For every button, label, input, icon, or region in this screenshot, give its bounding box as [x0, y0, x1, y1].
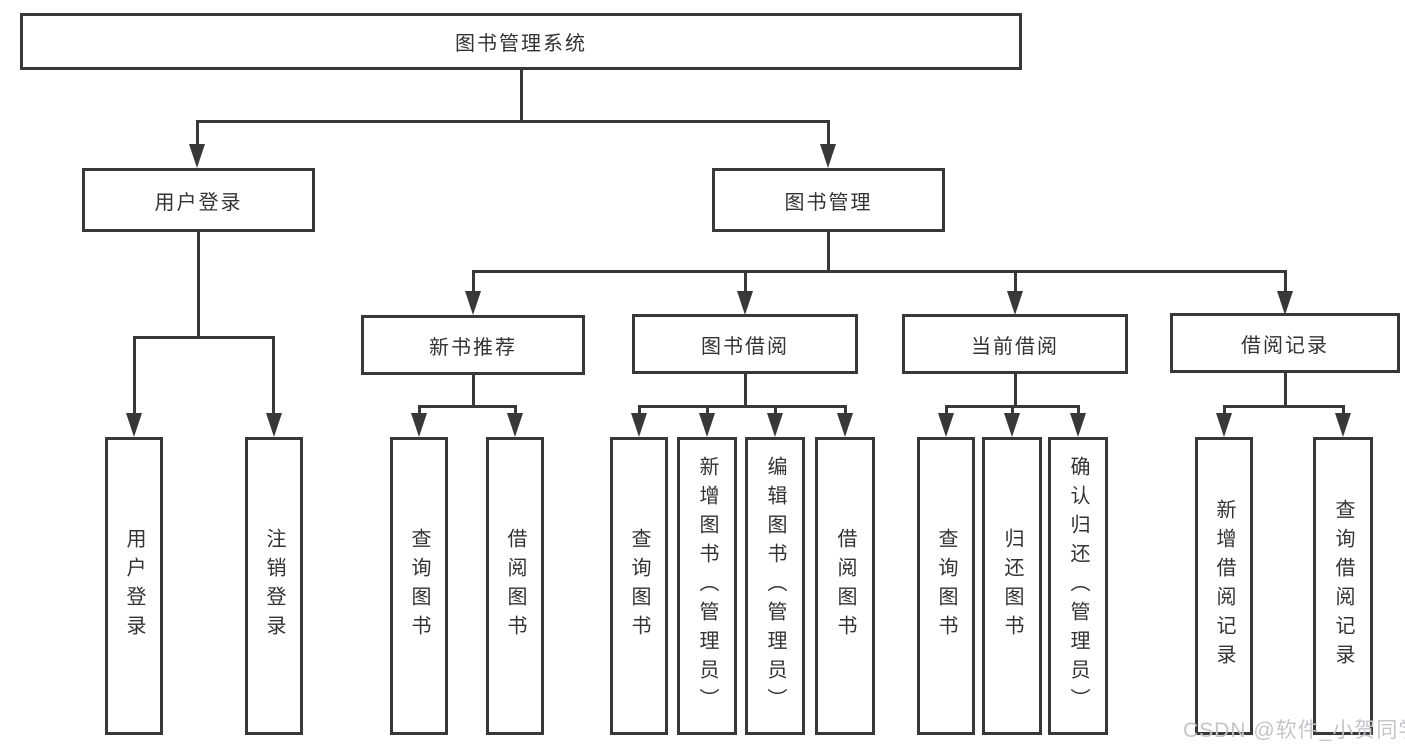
leaf-borrow-books-recommend: 借阅图书 [486, 437, 544, 735]
connector-line-v [472, 375, 475, 407]
connector-line-h [196, 120, 830, 123]
connector-line-v [1223, 405, 1226, 417]
connector-line-v [1014, 270, 1017, 294]
arrowhead-down-icon [1277, 291, 1293, 315]
node-user-login: 用户登录 [82, 168, 315, 232]
arrowhead-down-icon [1335, 413, 1351, 437]
leaf-add-books-admin: 新增图书（管理员） [677, 437, 737, 735]
leaf-label: 借阅图书 [834, 528, 856, 644]
connector-line-v [827, 120, 830, 148]
connector-line-v [520, 70, 523, 123]
connector-line-v [744, 270, 747, 294]
arrowhead-down-icon [507, 413, 523, 437]
leaf-label: 新增借阅记录 [1213, 499, 1235, 673]
node-borrow-records: 借阅记录 [1170, 313, 1400, 373]
leaf-label: 归还图书 [1001, 528, 1023, 644]
connector-line-v [418, 405, 421, 417]
arrowhead-down-icon [189, 144, 205, 168]
leaf-edit-books-admin: 编辑图书（管理员） [745, 437, 805, 735]
arrowhead-down-icon [699, 413, 715, 437]
arrowhead-down-icon [767, 413, 783, 437]
arrowhead-down-icon [837, 413, 853, 437]
connector-line-v [706, 405, 709, 417]
leaf-label: 查询图书 [935, 528, 957, 644]
arrowhead-down-icon [1007, 291, 1023, 315]
leaf-query-borrow-record: 查询借阅记录 [1313, 437, 1373, 735]
connector-line-h [133, 336, 275, 339]
node-root: 图书管理系统 [20, 13, 1022, 70]
connector-line-h [418, 405, 517, 408]
leaf-borrow-books: 借阅图书 [815, 437, 875, 735]
connector-line-v [1011, 405, 1014, 417]
connector-line-h [638, 405, 846, 408]
arrowhead-down-icon [266, 413, 282, 437]
connector-line-v [945, 405, 948, 417]
connector-line-v [1342, 405, 1345, 417]
arrowhead-down-icon [1070, 413, 1086, 437]
arrowhead-down-icon [411, 413, 427, 437]
connector-line-v [774, 405, 777, 417]
node-current-borrow: 当前借阅 [902, 314, 1128, 374]
arrowhead-down-icon [737, 291, 753, 315]
leaf-add-borrow-record: 新增借阅记录 [1195, 437, 1253, 735]
connector-line-v [1077, 405, 1080, 417]
connector-line-v [1284, 270, 1287, 294]
arrowhead-down-icon [820, 144, 836, 168]
connector-line-v [514, 405, 517, 417]
connector-line-v [827, 232, 830, 272]
leaf-label: 确认归还（管理员） [1067, 455, 1089, 717]
leaf-label: 注销登录 [263, 528, 285, 644]
leaf-label: 借阅图书 [504, 528, 526, 644]
connector-line-v [1284, 373, 1287, 407]
leaf-label: 查询借阅记录 [1332, 499, 1354, 673]
arrowhead-down-icon [938, 413, 954, 437]
leaf-label: 查询图书 [408, 528, 430, 644]
arrowhead-down-icon [126, 413, 142, 437]
connector-line-h [1223, 405, 1344, 408]
leaf-return-books: 归还图书 [982, 437, 1042, 735]
leaf-label: 用户登录 [123, 528, 145, 644]
connector-line-v [744, 374, 747, 407]
leaf-user-login: 用户登录 [105, 437, 163, 735]
connector-line-h [472, 270, 1286, 273]
leaf-confirm-return-admin: 确认归还（管理员） [1048, 437, 1108, 735]
connector-line-v [197, 232, 200, 338]
leaf-label: 编辑图书（管理员） [764, 455, 786, 717]
leaf-label: 查询图书 [628, 528, 650, 644]
leaf-label: 新增图书（管理员） [696, 455, 718, 717]
arrowhead-down-icon [1004, 413, 1020, 437]
leaf-logout: 注销登录 [245, 437, 303, 735]
node-book-borrow: 图书借阅 [632, 314, 858, 374]
node-new-book-recommend: 新书推荐 [361, 315, 585, 375]
connector-line-v [638, 405, 641, 417]
arrowhead-down-icon [465, 291, 481, 315]
connector-line-v [472, 270, 475, 294]
connector-line-v [133, 336, 136, 417]
connector-line-v [1014, 374, 1017, 407]
connector-line-v [844, 405, 847, 417]
leaf-query-books-current: 查询图书 [917, 437, 975, 735]
leaf-query-books-recommend: 查询图书 [390, 437, 448, 735]
connector-line-v [196, 120, 199, 148]
arrowhead-down-icon [1216, 413, 1232, 437]
connector-line-v [272, 336, 275, 417]
leaf-query-books-borrow: 查询图书 [610, 437, 668, 735]
csdn-watermark: CSDN @软件_小贺同学 [1183, 719, 1405, 742]
arrowhead-down-icon [631, 413, 647, 437]
node-book-management: 图书管理 [712, 168, 945, 232]
